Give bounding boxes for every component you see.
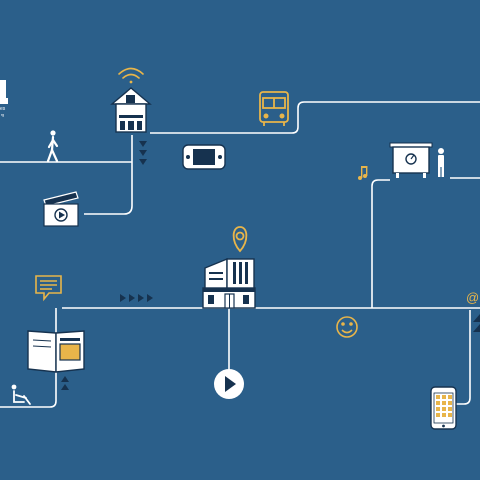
svg-text:es: es — [0, 106, 6, 112]
brand-logo: es rg — [0, 80, 8, 117]
location-pin-icon — [232, 226, 248, 253]
right-arrows — [120, 294, 153, 302]
office-building-icon[interactable] — [202, 257, 256, 309]
person-reading-icon — [11, 384, 31, 405]
house-icon[interactable] — [110, 87, 152, 133]
bus-icon — [259, 91, 289, 126]
smartphone-icon[interactable] — [430, 386, 457, 430]
down-arrows — [139, 141, 147, 165]
smiley-icon — [336, 316, 358, 338]
at-sign-icon: @ — [466, 290, 479, 305]
game-console-icon[interactable] — [182, 144, 226, 170]
wifi-icon — [118, 67, 144, 84]
right-up-arrows — [473, 314, 480, 332]
standing-person-icon — [438, 148, 444, 177]
walking-person-icon — [46, 130, 59, 163]
open-book-icon[interactable] — [27, 330, 85, 373]
music-note-icon — [358, 166, 368, 180]
up-arrows — [61, 376, 69, 390]
speech-bubble-icon — [35, 275, 62, 302]
billboard-icon — [389, 142, 433, 178]
play-button-icon[interactable] — [214, 369, 244, 399]
video-clapperboard-icon[interactable] — [43, 191, 79, 227]
svg-text:rg: rg — [1, 113, 4, 117]
